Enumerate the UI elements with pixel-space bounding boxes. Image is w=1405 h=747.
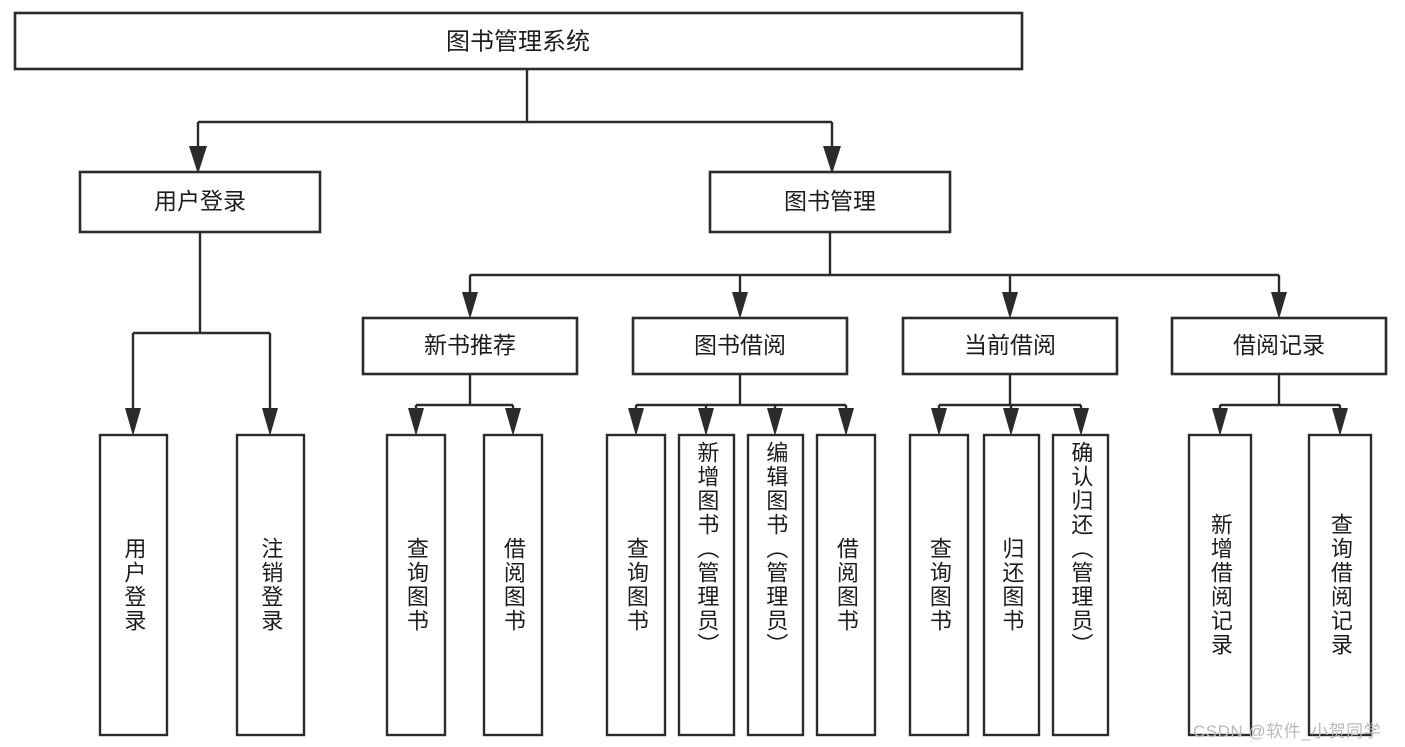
node-title-label: 图书管理系统 [446,28,590,55]
arrow-head-leaf-return-book [1003,408,1019,436]
node-leaf-query-book-2-box[interactable] [605,433,667,737]
node-book-manage-box[interactable] [708,170,952,234]
arrow-head-leaf-query-book-3 [931,408,947,436]
arrow-head-book-borrow [732,292,748,319]
arrow-head-current-borrow [1002,292,1018,319]
node-leaf-borrow-book-2-box[interactable] [815,433,877,737]
node-borrow-record-label: 借阅记录 [1233,332,1325,358]
arrow-head-book-manage [823,146,841,174]
node-current-borrow-box[interactable] [901,316,1119,376]
node-leaf-user-login-box[interactable] [98,433,169,737]
node-leaf-return-book-box[interactable] [982,433,1041,737]
node-leaf-query-book-1-box[interactable] [385,433,447,737]
node-leaf-logout-box[interactable] [235,433,306,737]
node-leaf-edit-book-box[interactable] [746,433,805,737]
arrow-head-leaf-user-login [125,408,141,436]
edges-layer [125,69,1348,436]
node-borrow-record-box[interactable] [1170,316,1388,376]
node-title-box[interactable] [13,11,1024,71]
arrow-head-new-book-recommend [462,292,478,319]
arrow-head-leaf-edit-book [767,408,783,436]
nodes-layer: 图书管理系统 用户登录 图书管理 新书推荐 图书借阅 当前借阅 借阅记录 [13,11,1388,737]
node-leaf-confirm-return-box[interactable] [1051,433,1110,737]
arrow-head-leaf-add-book [698,408,714,436]
csdn-watermark: CSDN @软件_小贺同学 [1193,722,1382,741]
arrow-head-leaf-query-record [1332,408,1348,436]
node-book-manage-label: 图书管理 [784,188,876,214]
node-book-borrow-label: 图书借阅 [694,332,786,358]
node-leaf-query-record-box[interactable] [1307,433,1373,737]
node-leaf-add-record-box[interactable] [1187,433,1253,737]
node-leaf-borrow-book-1-box[interactable] [482,433,544,737]
arrow-head-leaf-borrow-book-1 [505,408,521,436]
arrow-head-leaf-borrow-book-2 [838,408,854,436]
node-user-login-box[interactable] [78,170,322,234]
arrow-head-leaf-confirm-return [1073,408,1089,436]
node-user-login-label: 用户登录 [154,188,246,214]
arrow-head-borrow-record [1271,292,1287,319]
node-leaf-query-book-3-box[interactable] [908,433,970,737]
node-book-borrow-box[interactable] [631,316,849,376]
node-leaf-add-book-box[interactable] [677,433,736,737]
arrow-head-leaf-query-book-2 [628,408,644,436]
arrow-head-leaf-add-record [1212,408,1228,436]
node-new-book-recommend-box[interactable] [361,316,579,376]
arrow-head-leaf-logout [262,408,278,436]
arrow-head-user-login [189,146,207,174]
node-current-borrow-label: 当前借阅 [964,332,1056,358]
arrow-head-leaf-query-book-1 [408,408,424,436]
node-new-book-recommend-label: 新书推荐 [424,332,516,358]
